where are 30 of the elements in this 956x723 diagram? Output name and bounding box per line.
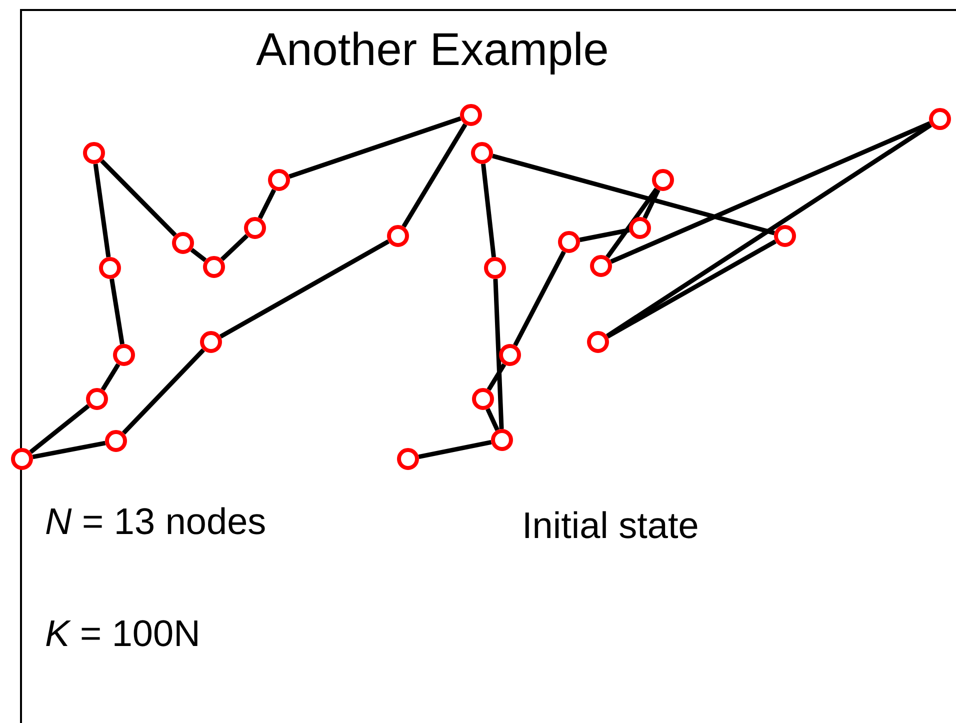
connector-line xyxy=(642,188,660,220)
connector-line xyxy=(258,188,276,220)
connector-line xyxy=(190,248,207,262)
connector-line xyxy=(513,250,566,346)
connector-line xyxy=(486,408,500,431)
connector-line xyxy=(29,404,90,454)
connector-line xyxy=(402,123,468,228)
annotation-text: K = 100N xyxy=(45,615,200,652)
connector-line xyxy=(610,121,931,264)
connector-line xyxy=(606,239,777,339)
connector-line xyxy=(110,278,124,344)
connector-line xyxy=(219,239,390,339)
connector-line xyxy=(486,363,506,391)
connector-line xyxy=(579,228,630,242)
connector-line xyxy=(100,363,120,391)
connector-line xyxy=(220,234,249,262)
connector-line xyxy=(492,154,775,236)
connector-line xyxy=(93,164,111,258)
connector-line xyxy=(606,188,658,258)
annotation-text: N = 13 nodes xyxy=(45,503,266,540)
connector-line xyxy=(493,278,504,430)
connector-line xyxy=(100,159,177,237)
connector-line xyxy=(418,440,492,460)
connector-line xyxy=(606,123,932,338)
connector-line xyxy=(481,164,496,258)
connector-line xyxy=(32,440,106,460)
connector-line xyxy=(122,348,205,435)
state-label: Initial state xyxy=(522,507,699,544)
chart-title: Another Example xyxy=(256,26,609,72)
connector-line xyxy=(288,116,462,179)
